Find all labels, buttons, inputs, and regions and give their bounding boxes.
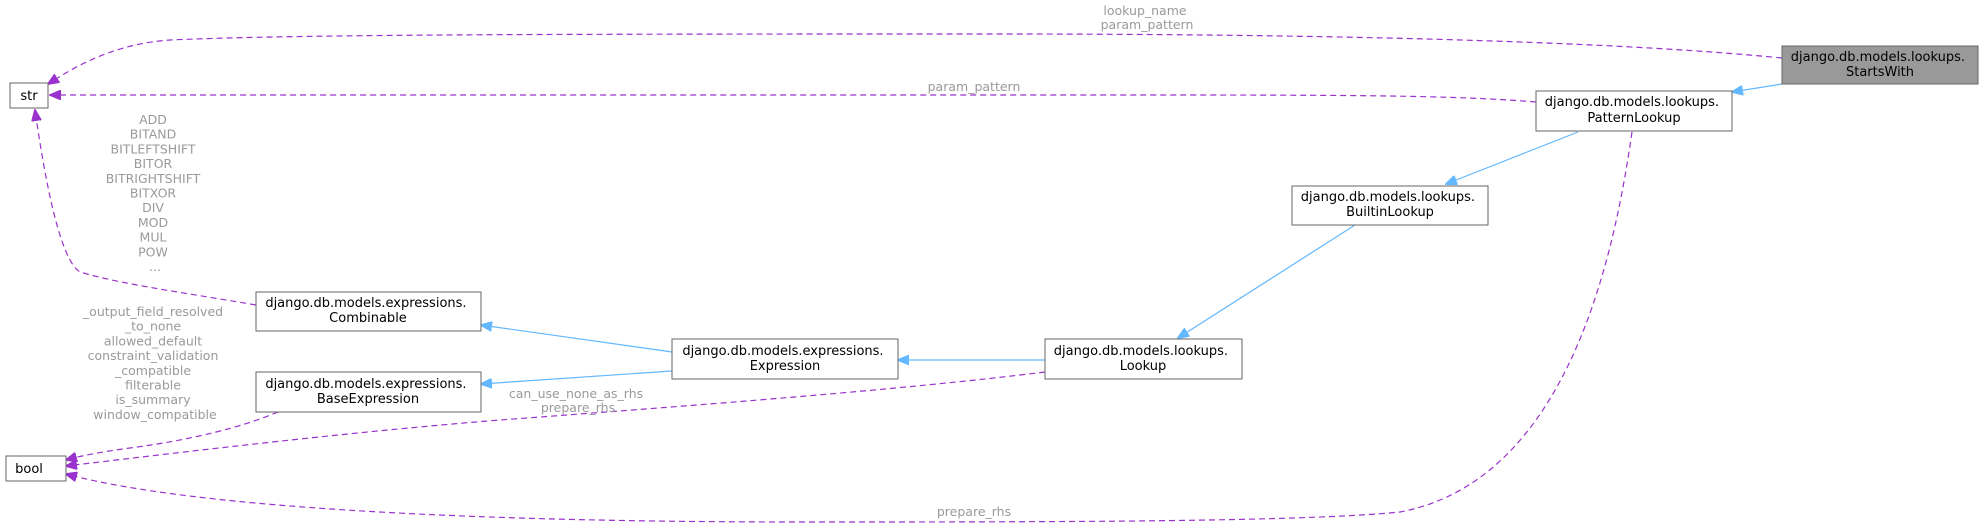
label-line: lookup_name: [1103, 3, 1186, 18]
label-line: param_pattern: [928, 79, 1021, 94]
label-line: ...: [149, 259, 161, 274]
label-line: window_compatible: [93, 407, 217, 422]
edge-patternlookup-to-builtinlookup: [1446, 131, 1579, 184]
label-patternlookup-bool: prepare_rhs: [937, 504, 1011, 519]
label-line: BITRIGHTSHIFT: [106, 171, 201, 186]
node-str[interactable]: str: [9, 82, 49, 109]
svg-text:django.db.models.lookups.: django.db.models.lookups. StartsWith: [1791, 50, 1969, 80]
label-line: prepare_rhs: [937, 504, 1011, 519]
node-startswith-line2: StartsWith: [1846, 65, 1914, 80]
edge-combinable-to-str: [35, 110, 257, 306]
label-line: ADD: [139, 112, 167, 127]
label-line: is_summary: [115, 392, 191, 407]
node-patternlookup[interactable]: django.db.models.lookups. PatternLookup: [1535, 90, 1733, 132]
label-line: POW: [138, 244, 168, 259]
svg-text:django.db.models.expressions.: django.db.models.expressions. BaseExpres…: [265, 377, 470, 407]
svg-text:django.db.models.expressions.: django.db.models.expressions. Combinable: [265, 296, 470, 326]
node-combinable-line2: Combinable: [329, 311, 407, 326]
label-line: constraint_validation: [88, 348, 219, 363]
svg-text:django.db.models.lookups.: django.db.models.lookups. Lookup: [1054, 344, 1232, 374]
label-line: param_pattern: [1101, 17, 1194, 32]
node-bool-label: bool: [15, 462, 43, 477]
node-bool[interactable]: bool: [5, 455, 67, 482]
node-baseexpression[interactable]: django.db.models.expressions. BaseExpres…: [255, 371, 482, 413]
node-expression-line1: django.db.models.expressions.: [682, 344, 883, 359]
edge-lookup-to-bool: [66, 371, 1046, 466]
edge-startswith-to-patternlookup: [1732, 83, 1783, 92]
label-line: prepare_rhs: [541, 400, 615, 415]
label-line: _compatible: [114, 363, 191, 378]
label-line: _to_none: [124, 319, 182, 334]
node-patternlookup-line2: PatternLookup: [1587, 111, 1680, 126]
node-lookup[interactable]: django.db.models.lookups. Lookup: [1044, 338, 1243, 380]
svg-text:django.db.models.lookups.: django.db.models.lookups. PatternLookup: [1545, 95, 1723, 126]
node-startswith-line1: django.db.models.lookups.: [1791, 50, 1965, 65]
node-lookup-line1: django.db.models.lookups.: [1054, 344, 1228, 359]
edge-builtinlookup-to-lookup: [1178, 224, 1356, 338]
edge-startswith-to-str: [48, 33, 1783, 84]
node-combinable-line1: django.db.models.expressions.: [265, 296, 466, 311]
node-builtinlookup-line2: BuiltinLookup: [1346, 205, 1434, 220]
label-line: BITOR: [134, 156, 173, 171]
label-line: _output_field_resolved: [82, 304, 223, 319]
node-baseexpression-line2: BaseExpression: [317, 392, 419, 407]
label-line: BITLEFTSHIFT: [111, 141, 196, 156]
label-baseexpression-bool: _output_field_resolved _to_none allowed_…: [82, 304, 227, 422]
edge-patternlookup-to-str: [50, 95, 1537, 103]
node-expression-line2: Expression: [750, 359, 821, 374]
edge-patternlookup-to-bool: [66, 131, 1633, 523]
label-line: DIV: [142, 200, 164, 215]
label-line: BITAND: [130, 127, 176, 142]
node-builtinlookup[interactable]: django.db.models.lookups. BuiltinLookup: [1291, 185, 1489, 226]
node-baseexpression-line1: django.db.models.expressions.: [265, 377, 466, 392]
label-line: can_use_none_as_rhs: [509, 386, 643, 401]
edge-expression-to-baseexpression: [481, 370, 673, 384]
node-patternlookup-line1: django.db.models.lookups.: [1545, 95, 1719, 110]
node-lookup-line2: Lookup: [1120, 359, 1167, 374]
node-startswith[interactable]: django.db.models.lookups. StartsWith: [1781, 45, 1979, 85]
svg-text:django.db.models.lookups.: django.db.models.lookups. BuiltinLookup: [1301, 190, 1479, 220]
node-expression[interactable]: django.db.models.expressions. Expression: [671, 338, 899, 380]
node-combinable[interactable]: django.db.models.expressions. Combinable: [255, 291, 482, 332]
label-line: filterable: [125, 378, 181, 393]
label-line: allowed_default: [104, 333, 202, 348]
label-line: MUL: [140, 230, 167, 245]
label-startswith-str: lookup_name param_pattern: [1101, 3, 1194, 32]
label-combinable-str: ADD BITAND BITLEFTSHIFT BITOR BITRIGHTSH…: [106, 112, 205, 274]
edge-expression-to-combinable: [481, 325, 673, 353]
label-line: BITXOR: [130, 186, 177, 201]
label-line: MOD: [138, 215, 168, 230]
node-str-label: str: [20, 89, 38, 104]
node-builtinlookup-line1: django.db.models.lookups.: [1301, 190, 1475, 205]
label-lookup-bool: can_use_none_as_rhs prepare_rhs: [509, 386, 647, 415]
label-patternlookup-str: param_pattern: [928, 79, 1021, 94]
edge-baseexpression-to-bool: [66, 411, 279, 460]
svg-text:django.db.models.expressions.: django.db.models.expressions. Expression: [682, 344, 887, 374]
